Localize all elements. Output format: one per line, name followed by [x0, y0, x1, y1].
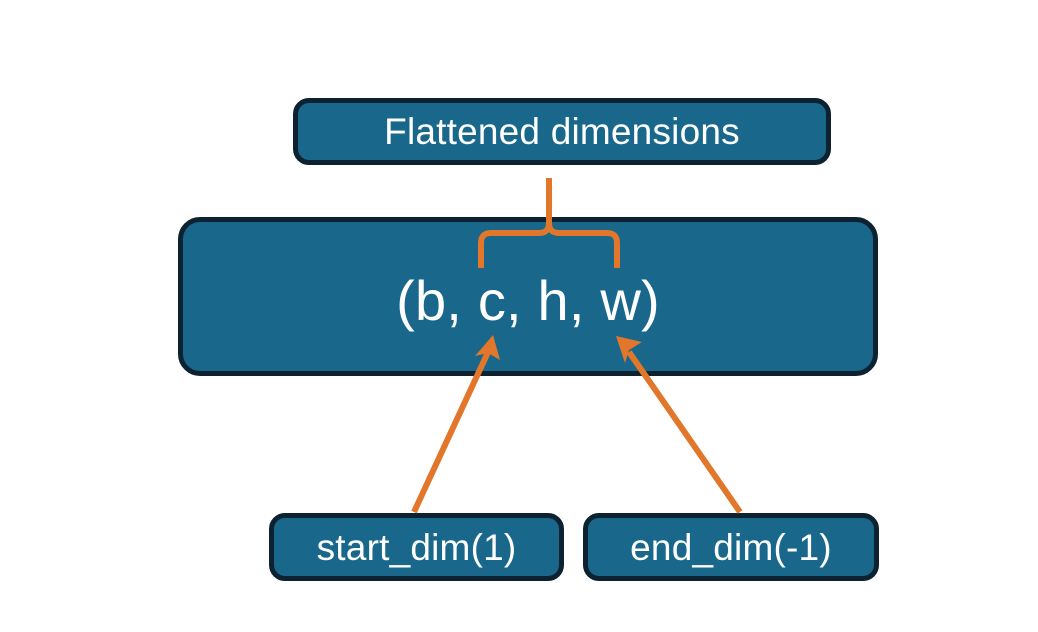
node-end-dim-label: end_dim(-1) [630, 526, 832, 568]
node-flattened-dimensions[interactable]: Flattened dimensions [293, 98, 831, 165]
node-dimension-tuple-label: (b, c, h, w) [396, 268, 660, 332]
node-dimension-tuple[interactable]: (b, c, h, w) [178, 217, 878, 376]
node-start-dim-label: start_dim(1) [316, 526, 517, 568]
node-flattened-dimensions-label: Flattened dimensions [384, 111, 740, 152]
node-start-dim[interactable]: start_dim(1) [269, 513, 564, 581]
node-end-dim[interactable]: end_dim(-1) [583, 513, 879, 581]
